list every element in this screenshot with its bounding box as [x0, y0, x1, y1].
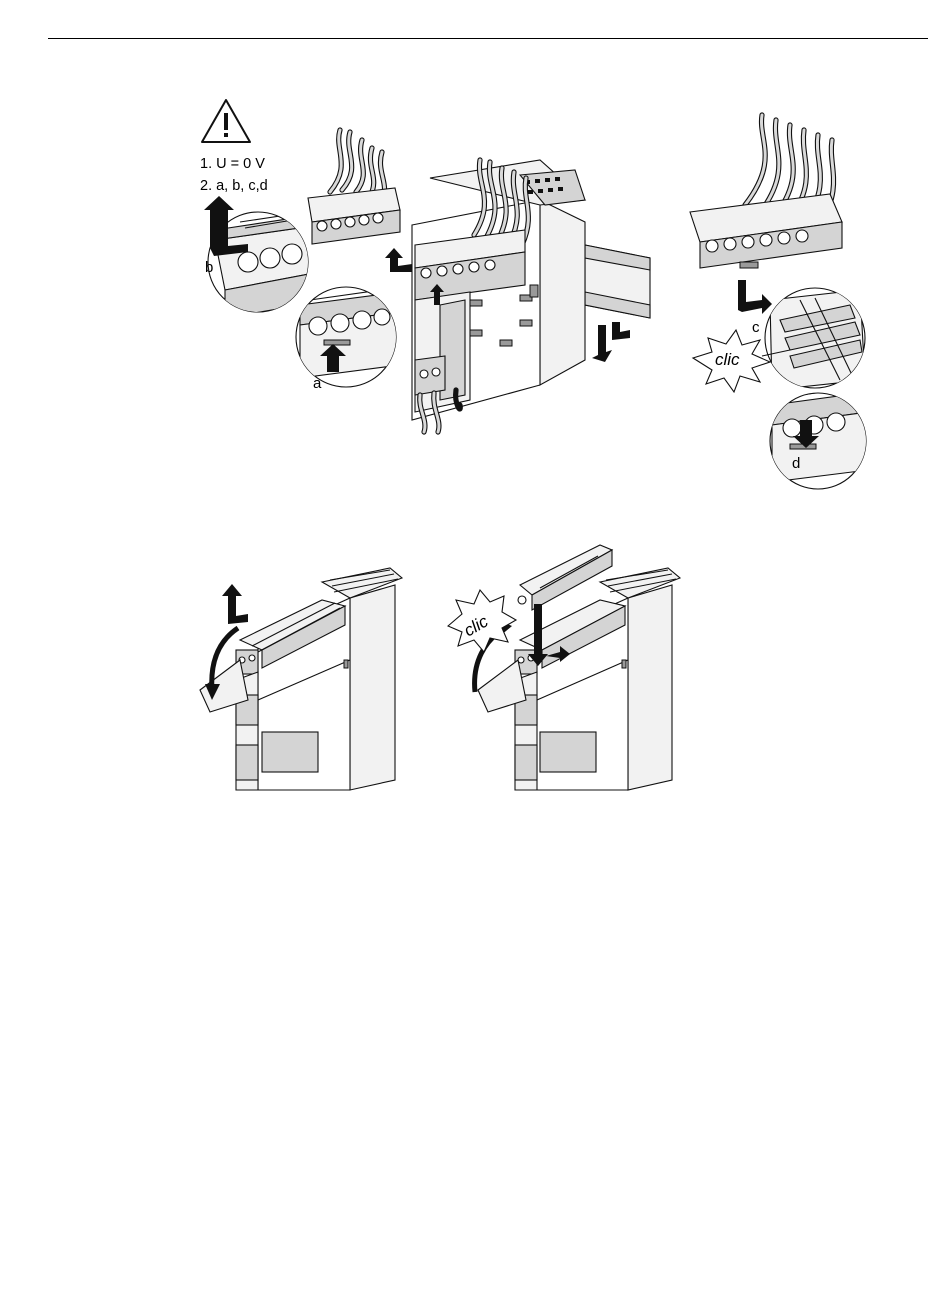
callout-d: d [792, 455, 800, 472]
arrow-insert-c-icon [738, 280, 772, 314]
module-right [475, 545, 680, 790]
step-1-text: 1. U = 0 V [200, 156, 265, 172]
module-left [200, 568, 402, 790]
detail-circle-a: a [296, 287, 400, 392]
arrow-lift-icon [385, 248, 412, 272]
warning-triangle-icon [202, 100, 250, 142]
callout-a: a [313, 375, 322, 392]
arrow-lift-module-icon [222, 584, 248, 624]
warning-block: 1. U = 0 V 2. a, b, c,d [200, 100, 268, 194]
central-device [412, 160, 650, 432]
detail-circle-c [765, 288, 865, 390]
arrow-hook-rail-icon [612, 322, 630, 340]
step-2-text: 2. a, b, c,d [200, 178, 268, 194]
arrow-down-rail-icon [592, 325, 612, 362]
clic-burst-left: clic [448, 590, 516, 652]
callout-b: b [205, 259, 213, 276]
clic-text-right: clic [715, 350, 740, 369]
removed-terminal-block [308, 130, 412, 272]
detail-circle-d: d [770, 386, 868, 489]
callout-c: c [752, 319, 760, 336]
